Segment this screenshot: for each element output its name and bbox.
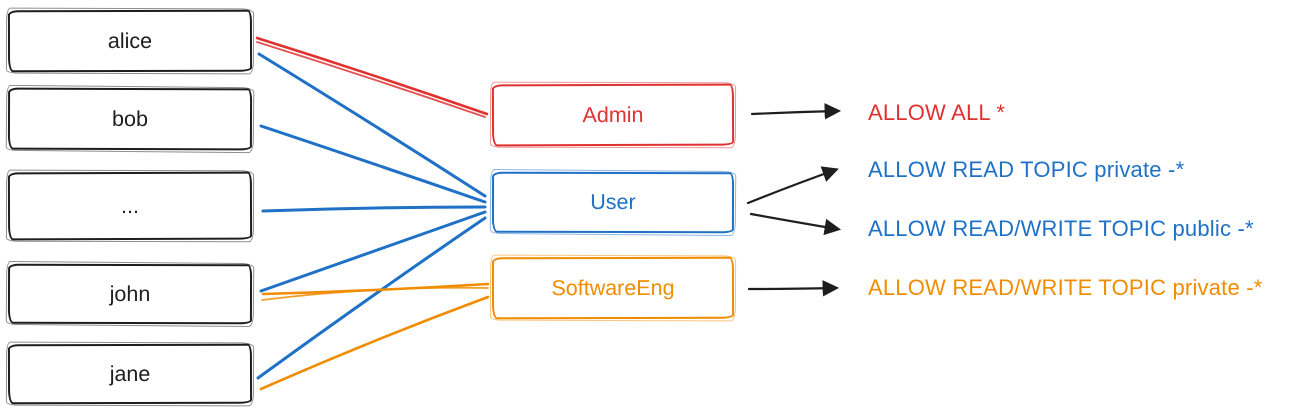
role-label: User [590, 189, 636, 215]
role-label: SoftwareEng [551, 275, 675, 300]
edge-john-swe-sketch [261, 286, 489, 301]
permission-read-topic-private: ALLOW READ TOPIC private -* [868, 157, 1185, 182]
user-box-john: john [7, 263, 253, 325]
user-box-bob: bob [7, 87, 253, 151]
user-label: john [109, 281, 151, 306]
user-box-jane: jane [7, 343, 253, 405]
arrow-user-read-private [746, 166, 839, 205]
edge-alice-user [257, 52, 487, 198]
user-label: ... [120, 193, 139, 218]
edge-jane-user [256, 216, 487, 380]
permission-allow-all: ALLOW ALL * [868, 100, 1006, 125]
user-box-ellipsis: ... [7, 171, 253, 241]
role-box-user: User [491, 171, 735, 234]
role-box-softwareeng: SoftwareEng [491, 256, 735, 320]
edge-jane-swe [259, 295, 490, 391]
arrow-admin-allow-all [750, 103, 842, 120]
edge-john-user [259, 210, 487, 293]
edge-dots-user [261, 205, 487, 213]
arrow-user-rw-public [749, 212, 842, 236]
permission-rw-topic-public: ALLOW READ/WRITE TOPIC public -* [868, 216, 1254, 241]
role-label: Admin [582, 102, 644, 127]
edge-alice-admin [255, 36, 489, 116]
role-box-admin: Admin [491, 83, 735, 147]
user-box-alice: alice [7, 9, 253, 73]
arrow-swe-rw-private [747, 280, 840, 297]
user-label: bob [112, 106, 148, 131]
user-label: jane [109, 361, 151, 386]
edge-bob-user [259, 124, 487, 204]
permission-rw-topic-private: ALLOW READ/WRITE TOPIC private -* [868, 275, 1263, 300]
user-label: alice [107, 28, 153, 53]
edge-alice-admin-sketch [256, 41, 486, 118]
